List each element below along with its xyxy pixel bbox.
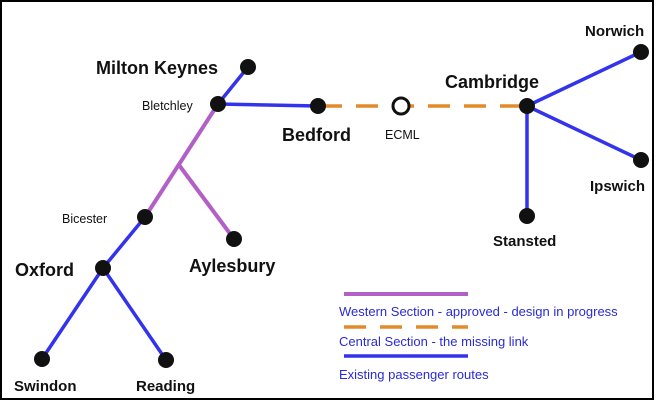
- legend-western-label: Western Section - approved - design in p…: [339, 304, 618, 319]
- station-marker-aylesbury: [226, 231, 242, 247]
- station-marker-milton-keynes: [240, 59, 256, 75]
- station-marker-ecml: [391, 96, 411, 116]
- route-cambridge-ipswich: [525, 104, 643, 162]
- route-bicester-oxford: [101, 215, 147, 270]
- station-label-ecml: ECML: [385, 128, 420, 142]
- station-label-bletchley: Bletchley: [142, 99, 193, 113]
- station-label-milton-keynes: Milton Keynes: [96, 58, 218, 78]
- station-marker-bicester: [137, 209, 153, 225]
- station-label-bicester: Bicester: [62, 212, 107, 226]
- station-label-reading: Reading: [136, 378, 195, 395]
- route-oxford-swindon: [40, 266, 105, 361]
- station-label-bedford: Bedford: [282, 125, 351, 145]
- station-label-aylesbury: Aylesbury: [189, 256, 275, 276]
- station-marker-cambridge: [519, 98, 535, 114]
- route-aylesbury-branch: [177, 163, 236, 241]
- station-label-ipswich: Ipswich: [590, 178, 645, 195]
- legend-central-label: Central Section - the missing link: [339, 334, 529, 349]
- route-bletchley-bicester: [143, 102, 220, 219]
- route-oxford-reading: [101, 266, 168, 362]
- station-marker-oxford: [95, 260, 111, 276]
- station-marker-reading: [158, 352, 174, 368]
- map-legend: Western Section - approved - design in p…: [339, 292, 618, 382]
- route-cambridge-norwich: [525, 50, 643, 108]
- route-bletchley-bedford: [216, 102, 320, 108]
- station-marker-swindon: [34, 351, 50, 367]
- station-marker-bedford: [310, 98, 326, 114]
- station-label-stansted: Stansted: [493, 233, 556, 250]
- station-marker-bletchley: [210, 96, 226, 112]
- station-label-norwich: Norwich: [585, 23, 644, 40]
- station-label-cambridge: Cambridge: [445, 72, 539, 92]
- station-label-swindon: Swindon: [14, 378, 77, 395]
- legend-existing-label: Existing passenger routes: [339, 367, 489, 382]
- station-marker-stansted: [519, 208, 535, 224]
- station-marker-ipswich: [633, 152, 649, 168]
- station-markers: [34, 44, 649, 368]
- station-label-oxford: Oxford: [15, 260, 74, 280]
- station-marker-norwich: [633, 44, 649, 60]
- western-section-routes: [143, 102, 236, 241]
